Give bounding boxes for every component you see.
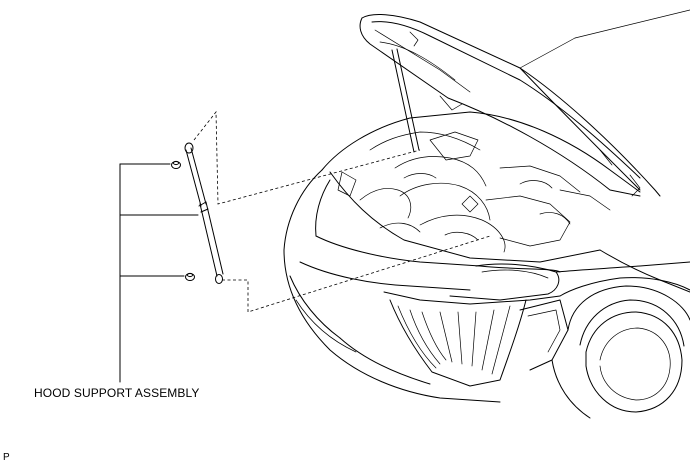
car-illustration bbox=[283, 9, 690, 419]
leader-lines bbox=[193, 110, 491, 313]
front-fascia bbox=[283, 169, 569, 403]
callout-label: HOOD SUPPORT ASSEMBLY bbox=[34, 386, 200, 400]
callout-bracket bbox=[119, 163, 199, 383]
fender-wheel bbox=[551, 249, 690, 419]
page-code: P bbox=[3, 452, 10, 463]
hood-panel bbox=[359, 14, 661, 197]
bolt-icon bbox=[171, 160, 181, 169]
bolt-icon bbox=[185, 272, 195, 281]
engine-bay bbox=[321, 111, 641, 263]
hood-prop-rod bbox=[391, 49, 415, 153]
hood-support-strut-icon bbox=[184, 142, 224, 284]
